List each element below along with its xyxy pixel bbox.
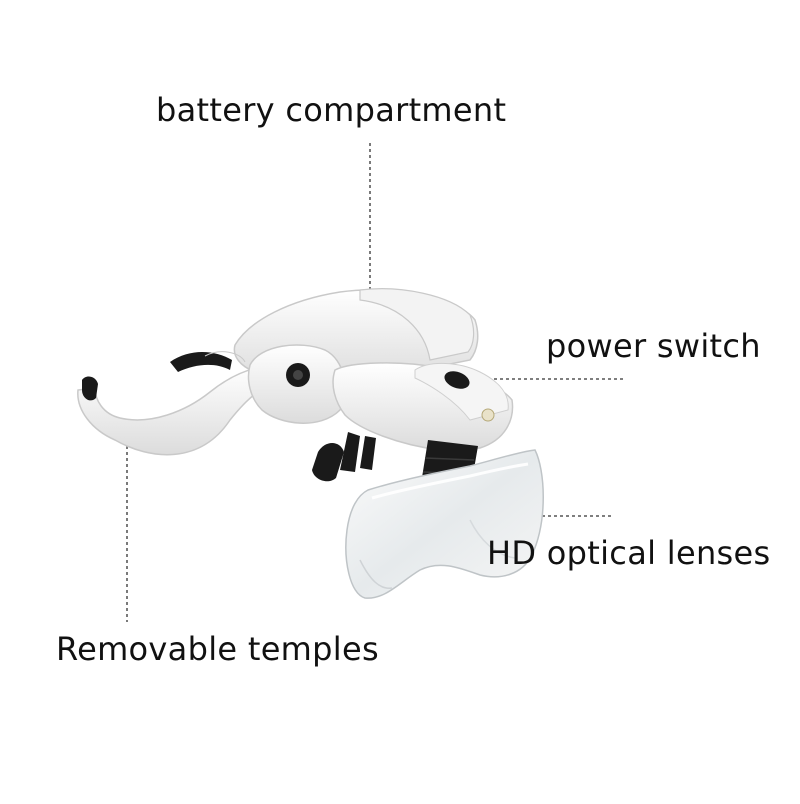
magnifier-lens <box>345 449 544 599</box>
removable-temples-label: Removable temples <box>56 630 379 668</box>
light-unit <box>332 362 514 451</box>
side-hub <box>247 344 346 424</box>
led-icon <box>481 408 495 422</box>
battery-compartment-label: battery compartment <box>156 91 507 129</box>
battery-compartment <box>359 288 475 361</box>
power-switch-label: power switch <box>546 327 761 365</box>
power-switch-icon <box>444 371 470 389</box>
hd-optical-lenses-label: HD optical lenses <box>487 534 771 572</box>
temple-tip-pad <box>82 376 98 401</box>
